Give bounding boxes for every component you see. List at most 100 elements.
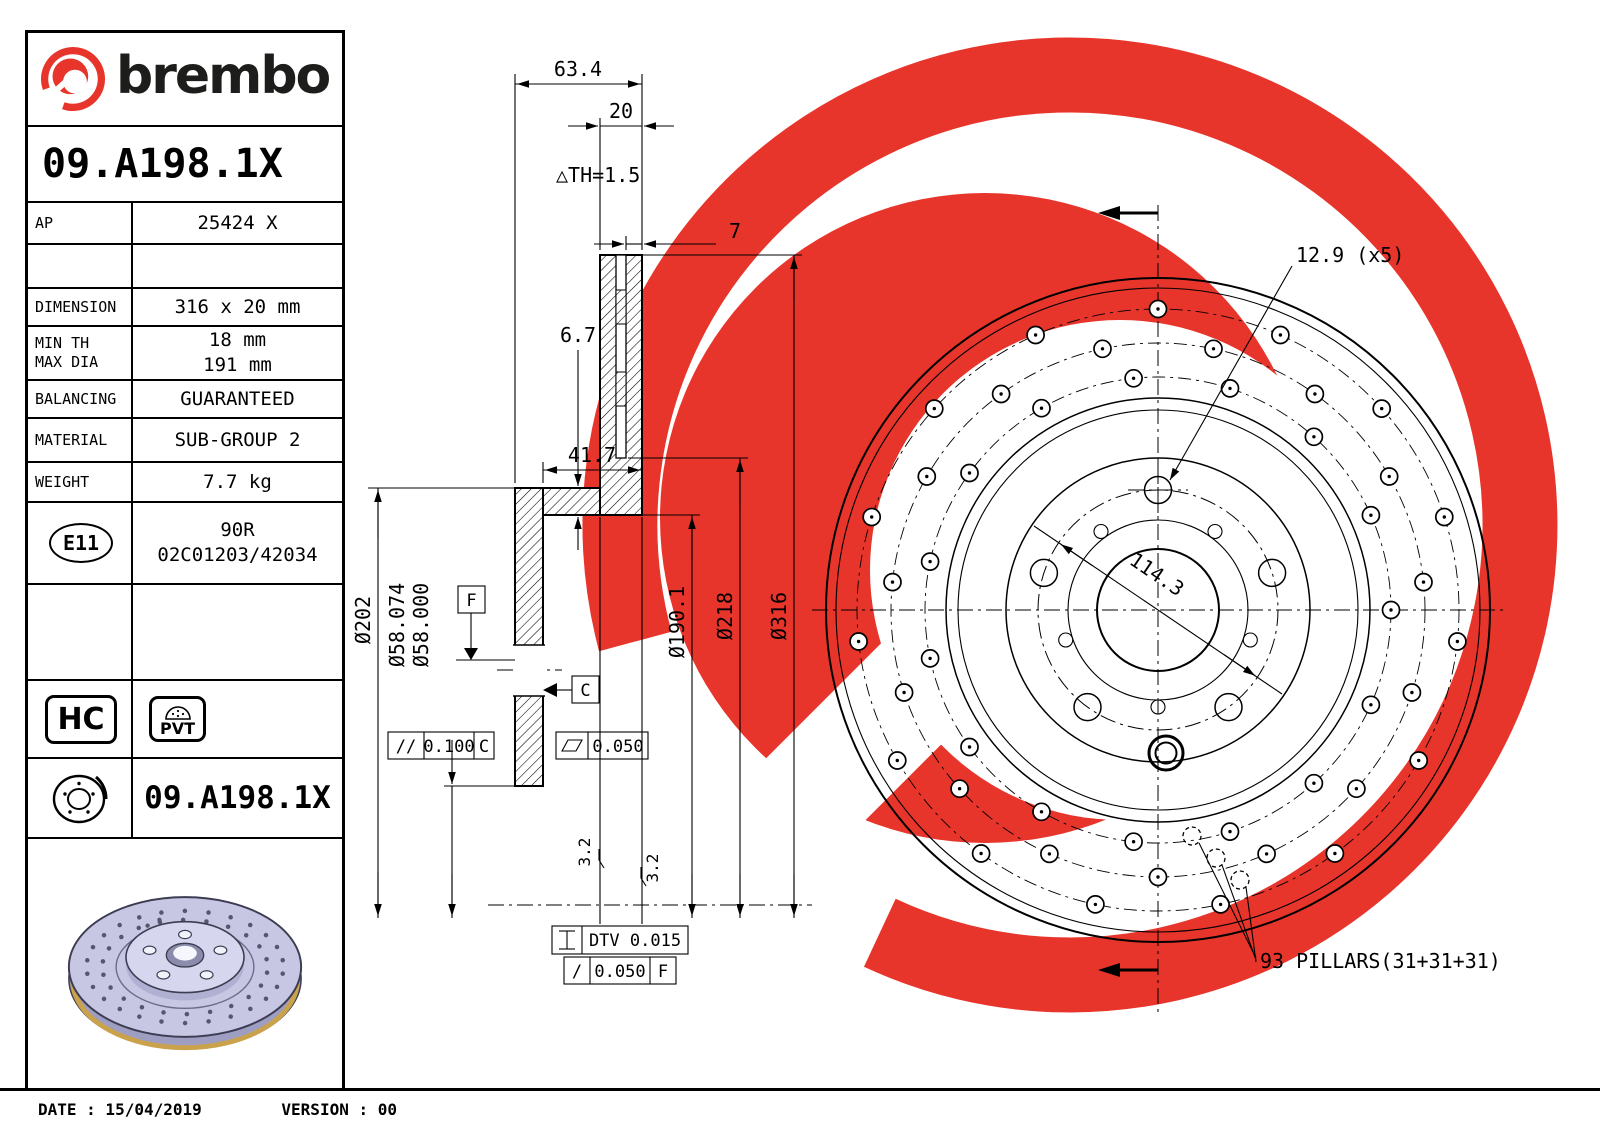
material-label: MATERIAL xyxy=(35,430,108,449)
runout-datum: F xyxy=(658,962,668,982)
empty-row xyxy=(28,585,342,681)
cross-section-view: 63.4 20 △TH=1.5 7 6.7 41.7 Ø202 xyxy=(351,57,812,985)
part-number-row: 09.A198.1X xyxy=(28,127,342,203)
datum-f-label: F xyxy=(466,591,476,611)
pillars-callout: 93 PILLARS(31+31+31) xyxy=(1182,826,1501,973)
render-drill-dot xyxy=(274,984,280,990)
render-drill-dot xyxy=(228,915,233,920)
drill-hole-center xyxy=(1389,608,1393,612)
render-drill-dot xyxy=(161,1010,166,1015)
homologation-line2: 02C01203/42034 xyxy=(157,544,318,566)
outer-chamfer-circle xyxy=(835,287,1481,933)
drill-hole-center xyxy=(1264,852,1269,856)
dim-dia-hat: Ø202 xyxy=(351,596,375,644)
drill-hole-center xyxy=(1312,781,1316,785)
drill-hole-center xyxy=(895,758,899,763)
footer-bar: DATE : 15/04/2019 VERSION : 00 xyxy=(0,1088,1600,1119)
drill-hole-center xyxy=(1333,851,1337,856)
diameter-dimensions: Ø202 Ø58.074 Ø58.000 Ø190.1 Ø218 Ø316 xyxy=(351,255,798,918)
render-drill-dot xyxy=(182,908,188,914)
weight-row: WEIGHT 7.7 kg xyxy=(28,463,342,503)
flatness-symbol-icon xyxy=(561,739,583,752)
render-drill-dot xyxy=(206,910,211,915)
drill-hole-center xyxy=(902,690,906,695)
render-bolt-hole xyxy=(178,929,192,940)
drill-hole-center xyxy=(1131,376,1136,380)
render-drill-dot xyxy=(100,959,106,964)
hat-diameter-circle xyxy=(945,397,1371,823)
roughness-marks: 3.2 3.2 xyxy=(575,838,662,887)
render-drill-dot xyxy=(274,944,280,950)
drill-hole-center xyxy=(967,471,972,475)
center-bore-circle xyxy=(1096,548,1220,672)
drill-hole-center xyxy=(1039,406,1044,410)
drill-hole-center xyxy=(1228,386,1232,391)
render-drill-dot xyxy=(257,944,262,949)
dim-dia-bore-min: Ø58.000 xyxy=(409,583,433,667)
flange-bolt-hole xyxy=(513,645,545,696)
drill-hole-center xyxy=(1278,333,1283,337)
render-drill-dot xyxy=(247,922,253,928)
render-drill-dot xyxy=(246,994,251,1000)
drill-hole-center xyxy=(890,580,895,584)
render-drill-dot xyxy=(248,1006,253,1012)
drill-hole-center xyxy=(1410,690,1414,695)
drill-hole-center xyxy=(1131,840,1136,844)
watermark-ring xyxy=(582,37,1558,1013)
render-drill-dot xyxy=(263,932,269,938)
render-drill-dot xyxy=(228,1003,234,1009)
drill-hole-center xyxy=(1228,829,1232,834)
render-drill-dot xyxy=(101,996,107,1002)
boxed-part-number: 09.A198.1X xyxy=(144,780,331,816)
vent-channel xyxy=(615,254,627,459)
hat-cylinder-section xyxy=(542,487,601,516)
brembo-watermark xyxy=(526,37,1558,1079)
datum-c: C xyxy=(543,675,600,704)
service-holes xyxy=(1058,523,1258,715)
dimension-label: DIMENSION xyxy=(35,297,117,316)
dim-bolt-holes: 12.9 (x5) xyxy=(1296,243,1404,267)
render-rim-accent xyxy=(70,980,300,1051)
render-drill-dot xyxy=(280,957,285,963)
e-mark-badge: E11 xyxy=(48,523,114,563)
mounting-pad-circle xyxy=(1005,457,1311,763)
front-view: 114.3 12.9 (x5) 93 PILLARS(31+31+31) xyxy=(812,205,1505,1015)
pvt-pad-icon xyxy=(164,706,191,720)
parallelism-value: 0.100 xyxy=(423,737,474,757)
balancing-row: BALANCING GUARANTEED xyxy=(28,381,342,419)
render-stamp-dot xyxy=(157,917,162,922)
product-image-row xyxy=(28,839,342,1093)
max-dia-label: MAX DIA xyxy=(35,353,99,371)
pillars-label: 93 PILLARS(31+31+31) xyxy=(1260,949,1501,973)
weight-value: 7.7 kg xyxy=(203,470,272,493)
product-render xyxy=(67,896,303,1051)
datum-f: F xyxy=(456,585,515,661)
drill-hole-center xyxy=(1047,852,1052,856)
render-drill-dot xyxy=(159,910,164,915)
render-center-bore-inner xyxy=(173,945,197,961)
roughness-1: 3.2 xyxy=(575,838,594,867)
render-drill-dot xyxy=(101,932,107,938)
dimension-value: 316 x 20 mm xyxy=(174,295,301,318)
section-direction-arrow-top xyxy=(1098,206,1158,220)
roughness-2: 3.2 xyxy=(643,854,662,883)
render-drill-dot xyxy=(117,1006,123,1012)
drill-hole-center xyxy=(932,406,936,411)
drill-hole-center xyxy=(1033,333,1038,337)
drill-hole-center xyxy=(925,474,929,479)
friction-inner-circle xyxy=(957,409,1359,811)
hat-flange-section xyxy=(514,487,544,787)
render-drill-dot xyxy=(119,934,124,940)
dim-vent-wall: 6.7 xyxy=(560,323,596,347)
spec-table: brembo 09.A198.1X AP 25424 X DIMENSION 3… xyxy=(25,30,345,1088)
empty-row xyxy=(28,245,342,289)
outer-diameter-circle xyxy=(825,277,1491,943)
ap-value: 25424 X xyxy=(197,211,278,234)
drill-hole-center xyxy=(928,656,932,661)
render-drill-dot xyxy=(159,1019,164,1024)
dimension-row: DIMENSION 316 x 20 mm xyxy=(28,289,342,327)
min-th-value: 18 mm xyxy=(208,329,267,352)
render-drill-dot xyxy=(136,925,142,931)
render-drill-dot xyxy=(184,1011,190,1017)
